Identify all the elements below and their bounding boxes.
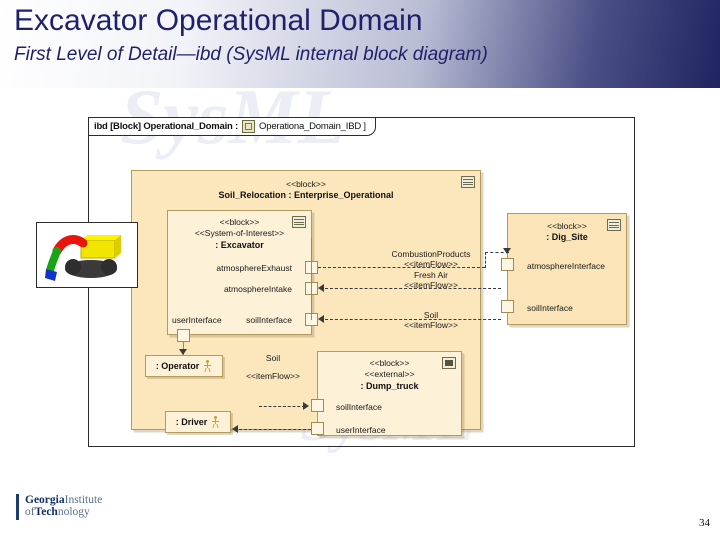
arrow-into-atmosphere-interface — [503, 248, 511, 254]
connector-soil-dumptruck — [259, 406, 305, 407]
port-excavator-user-interface[interactable] — [177, 329, 190, 342]
arrow-into-dumptruck-soil — [303, 402, 309, 410]
actor-stick-figure-icon — [203, 359, 212, 373]
flow-name: Fresh Air — [413, 270, 448, 280]
flow-name: CombustionProducts — [391, 249, 471, 259]
block-excavator[interactable]: <<block>> <<System-of-Interest>> : Excav… — [167, 210, 312, 335]
flow-name: Soil — [423, 310, 439, 320]
flow-combustion-products: CombustionProducts <<itemFlow>> — [351, 249, 511, 269]
port-dumptruck-soil-interface[interactable] — [311, 399, 324, 412]
display-icon — [442, 357, 456, 369]
connector-driver-user-interface — [239, 429, 311, 430]
arrow-into-driver — [232, 425, 238, 433]
logo-line-1: GeorgiaInstitute — [25, 494, 102, 506]
logo-nology: nology — [57, 506, 90, 518]
flow-fresh-air: Fresh Air <<itemFlow>> — [351, 270, 511, 290]
port-label-user-interface: userInterface — [172, 315, 222, 325]
actor-operator[interactable]: : Operator — [145, 355, 223, 377]
logo-institute: Institute — [64, 494, 103, 506]
dumptruck-stereotype-block: <<block>> — [369, 358, 410, 368]
port-dumptruck-user-interface[interactable] — [311, 422, 324, 435]
flow-soil-dumptruck: Soil <<itemFlow>> — [225, 353, 321, 381]
logo-georgia: Georgia — [25, 494, 65, 506]
logo-of: of — [25, 506, 35, 518]
ibd-diagram-frame: ibd [Block] Operational_Domain : Operati… — [88, 117, 635, 447]
digsite-name: : Dig_Site — [546, 232, 588, 242]
dumptruck-stereotype-external: <<external>> — [364, 369, 415, 379]
flow-soil-digsite: Soil <<itemFlow>> — [351, 310, 511, 330]
flow-stereotype: <<itemFlow>> — [404, 320, 458, 330]
connector-soil-digsite — [325, 319, 501, 320]
diagram-frame-label: ibd [Block] Operational_Domain : Operati… — [88, 117, 376, 136]
port-label-atmosphere-intake: atmosphereIntake — [223, 284, 292, 294]
port-label-atmosphere-interface: atmosphereInterface — [527, 261, 605, 271]
excavator-name: : Excavator — [215, 240, 264, 250]
block-dig-site[interactable]: <<block>> : Dig_Site atmosphereInterface… — [507, 213, 627, 325]
digsite-stereotype: <<block>> — [547, 221, 587, 231]
excavator-svg — [45, 235, 121, 281]
arrow-into-atmosphere-intake — [318, 284, 324, 292]
actor-driver-label: : Driver — [175, 417, 208, 427]
block-dump-truck[interactable]: <<block>> <<external>> : Dump_truck soil… — [317, 351, 462, 436]
logo-tech: Tech — [34, 506, 58, 518]
port-digsite-soil-interface[interactable] — [501, 300, 514, 313]
slide-header: Excavator Operational Domain First Level… — [0, 0, 720, 88]
connector-combustion-products — [318, 267, 485, 268]
flow-stereotype: <<itemFlow>> — [246, 371, 300, 381]
connector-combustion-products-seg — [485, 252, 509, 253]
excavator-stereotype-soi: <<System-of-Interest>> — [194, 228, 285, 238]
connector-combustion-products-vert — [485, 252, 486, 268]
frame-label-name: Operationa_Domain_IBD ] — [259, 121, 366, 132]
dumptruck-name: : Dump_truck — [360, 381, 419, 391]
page-subtitle: First Level of Detail—ibd (SysML interna… — [14, 44, 488, 65]
flow-name: Soil — [265, 353, 281, 363]
port-rail-excavator — [311, 238, 312, 320]
enterprise-stereotype: <<block>> — [286, 179, 326, 189]
frame-label-prefix: ibd [Block] Operational_Domain : — [94, 121, 239, 132]
flow-stereotype: <<itemFlow>> — [404, 280, 458, 290]
diagram-icon — [461, 176, 475, 188]
actor-operator-label: : Operator — [155, 361, 200, 371]
georgia-tech-logo: GeorgiaInstitute ofTechnology — [16, 492, 136, 524]
excavator-illustration — [36, 222, 138, 288]
port-label-soil-interface: soilInterface — [527, 303, 573, 313]
connector-fresh-air — [325, 288, 501, 289]
actor-stick-figure-icon — [211, 415, 220, 429]
connector-user-interface-operator — [183, 342, 184, 355]
page-title: Excavator Operational Domain — [14, 4, 423, 37]
port-label-soil-interface: soilInterface — [246, 315, 292, 325]
ibd-diagram-icon — [242, 120, 256, 133]
page-number: 34 — [699, 517, 710, 529]
arrow-into-operator — [179, 349, 187, 355]
diagram-icon — [607, 219, 621, 231]
actor-driver[interactable]: : Driver — [165, 411, 231, 433]
logo-bar — [16, 494, 19, 520]
port-label-atmosphere-exhaust: atmosphereExhaust — [216, 263, 292, 273]
port-digsite-atmosphere-interface[interactable] — [501, 258, 514, 271]
port-label-soil-interface: soilInterface — [336, 402, 382, 412]
excavator-stereotype-block: <<block>> — [219, 217, 260, 227]
logo-line-2: ofTechnology — [25, 506, 90, 518]
port-label-user-interface: userInterface — [336, 425, 386, 435]
diagram-icon — [292, 216, 306, 228]
enterprise-name: Soil_Relocation : Enterprise_Operational — [218, 190, 394, 200]
arrow-into-soil-interface — [318, 315, 324, 323]
flow-stereotype: <<itemFlow>> — [404, 259, 458, 269]
